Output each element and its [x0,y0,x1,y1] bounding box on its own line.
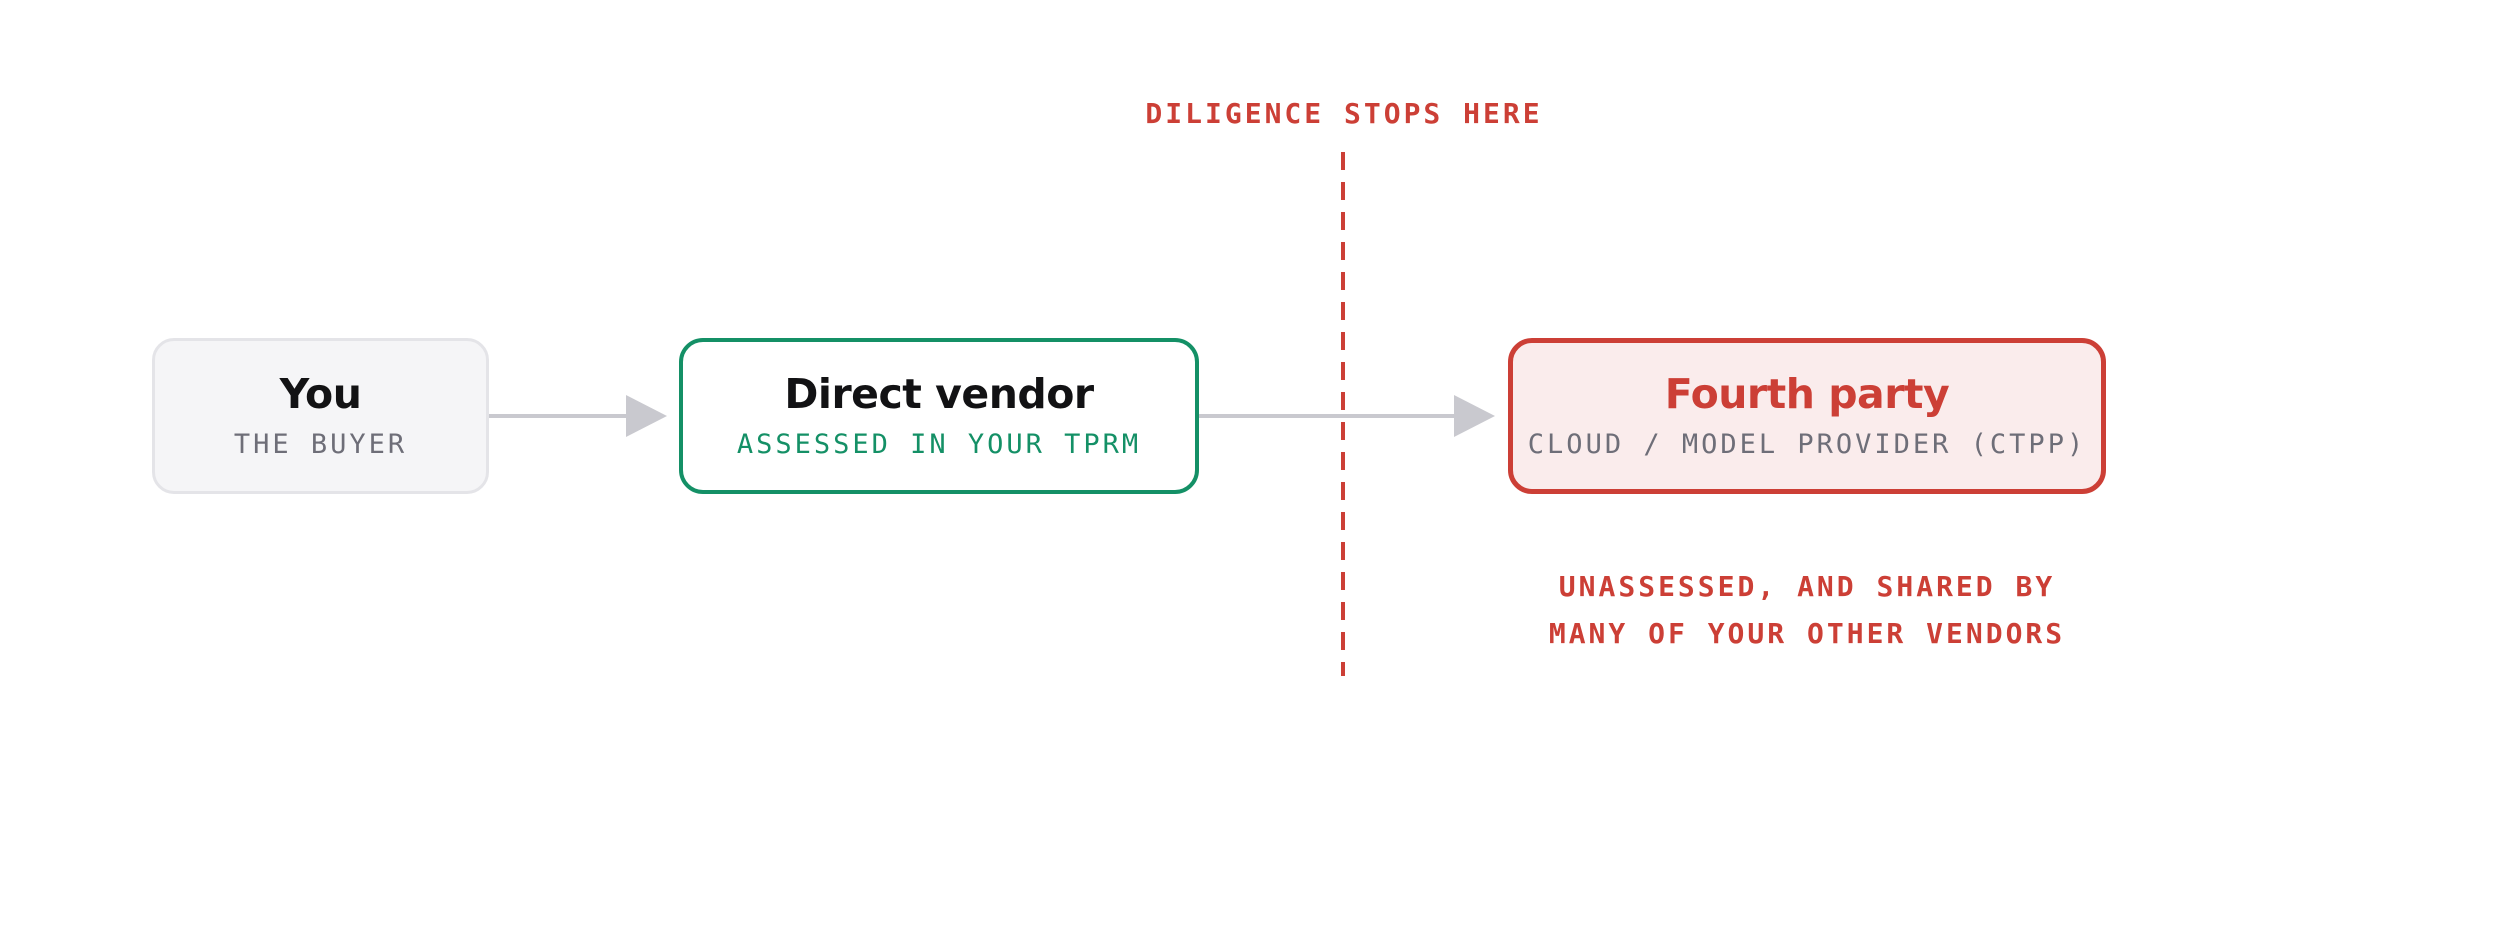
node-you-title: You [279,370,362,418]
node-direct-vendor-title: Direct vendor [784,370,1094,418]
node-you: You THE BUYER [152,338,489,494]
node-direct-vendor: Direct vendor ASSESSED IN YOUR TPRM [679,338,1199,494]
node-direct-vendor-subtitle: ASSESSED IN YOUR TPRM [736,429,1142,460]
fourth-party-note-line1: UNASSESSED, AND SHARED BY [1558,570,2056,603]
fourth-party-note-line2: MANY OF YOUR OTHER VENDORS [1548,617,2066,650]
node-you-subtitle: THE BUYER [233,429,408,460]
node-fourth-party-subtitle: CLOUD / MODEL PROVIDER (CTPP) [1527,429,2087,460]
fourth-party-note: UNASSESSED, AND SHARED BY MANY OF YOUR O… [1457,563,2157,657]
node-fourth-party-title: Fourth party [1664,370,1950,418]
diligence-boundary-label: DILIGENCE STOPS HERE [1145,97,1543,130]
arrowhead-you-to-vendor [626,395,667,437]
node-fourth-party: Fourth party CLOUD / MODEL PROVIDER (CTP… [1508,338,2106,494]
arrowhead-vendor-to-fourth [1454,395,1495,437]
